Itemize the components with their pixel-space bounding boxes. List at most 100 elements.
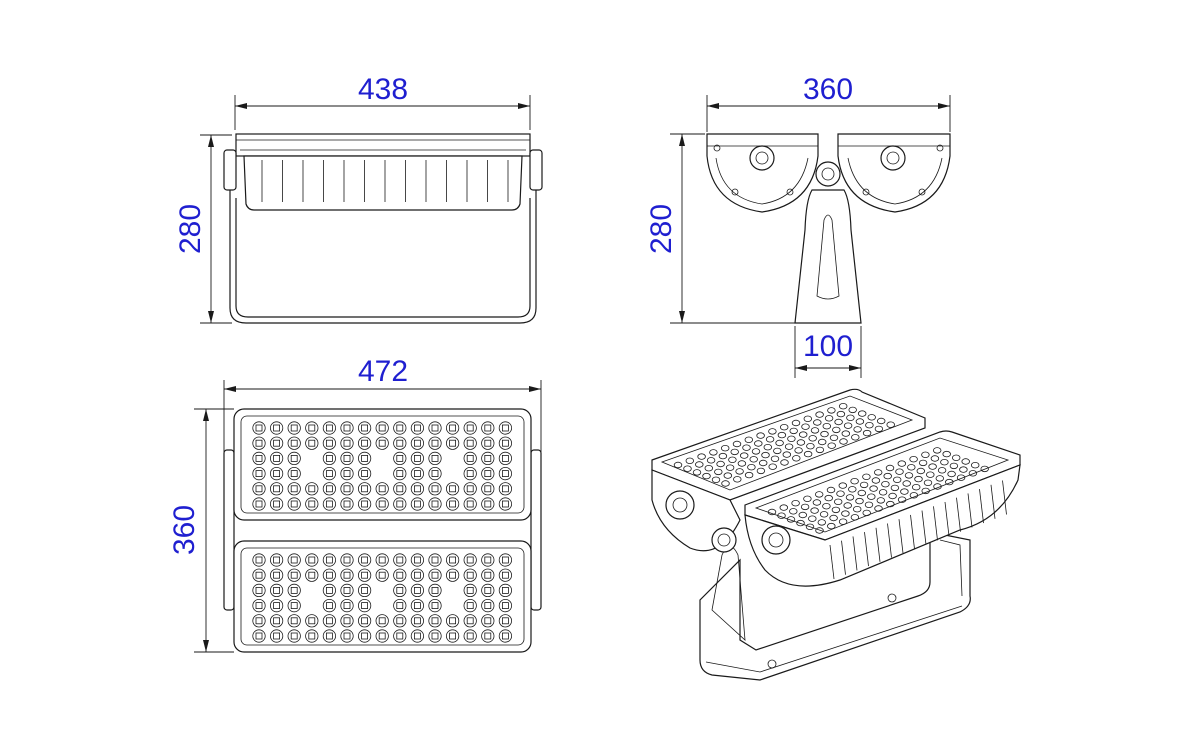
led-lens [777, 512, 786, 519]
led-lens [463, 451, 477, 465]
led-lens [980, 465, 989, 473]
led-lens [498, 553, 512, 567]
led-lens [909, 456, 918, 463]
led-lens [498, 583, 512, 598]
led-lens [862, 509, 871, 517]
led-lens [305, 568, 319, 582]
led-lens [322, 629, 336, 643]
led-lens [756, 432, 765, 439]
led-lens [393, 629, 407, 643]
led-lens [791, 419, 801, 427]
led-lens [855, 418, 865, 425]
led-lens [765, 436, 775, 443]
dimension-label-front-width: 438 [358, 73, 408, 106]
led-lens [287, 436, 301, 450]
side-left-head [706, 133, 819, 213]
led-lens [789, 427, 798, 435]
led-lens [305, 421, 319, 435]
led-lens [737, 460, 747, 467]
led-lens [815, 491, 824, 498]
led-lens [269, 629, 284, 643]
front-left-knob [223, 149, 237, 191]
led-lens [942, 450, 951, 458]
led-lens [817, 519, 826, 526]
heatsink-fin [967, 493, 973, 528]
led-lens [751, 448, 761, 455]
led-lens [749, 456, 758, 463]
led-lens [269, 466, 284, 481]
led-lens [252, 482, 266, 496]
led-lens [269, 482, 284, 496]
led-lens [759, 459, 768, 467]
led-lens [428, 614, 442, 628]
led-lens [340, 553, 354, 567]
led-lens [709, 449, 718, 456]
heatsink-fin [841, 540, 846, 575]
led-lens [912, 484, 921, 491]
led-lens [890, 484, 900, 492]
led-lens [305, 436, 319, 450]
led-lens [287, 629, 301, 643]
led-lens [269, 614, 284, 628]
led-lens [704, 465, 713, 472]
heatsink-fin [887, 523, 892, 558]
led-lens [780, 459, 789, 466]
led-lens [393, 598, 407, 613]
iso-front-heatsink [744, 464, 1021, 587]
led-lens [909, 492, 919, 499]
heatsink-fin [933, 506, 938, 541]
led-lens [853, 506, 862, 513]
led-lens [773, 447, 782, 455]
led-lens [836, 490, 845, 497]
led-lens [838, 518, 848, 525]
led-lens [481, 466, 495, 481]
led-lens [498, 466, 512, 481]
led-lens [393, 466, 407, 481]
led-lens [786, 516, 796, 523]
led-lens [498, 497, 512, 511]
led-lens [410, 629, 424, 643]
led-lens [252, 553, 266, 567]
led-lens [498, 436, 512, 450]
led-lens [885, 464, 895, 472]
led-lens [287, 583, 301, 598]
led-lens [410, 466, 424, 481]
led-lens [481, 482, 495, 496]
led-lens [287, 482, 301, 496]
top-led-panel-1 [233, 408, 532, 521]
led-lens [845, 494, 855, 501]
led-lens [252, 583, 266, 598]
led-lens [926, 471, 935, 478]
led-lens [463, 436, 477, 450]
led-lens [850, 514, 860, 521]
led-lens [357, 583, 372, 598]
heatsink-fin [829, 544, 835, 580]
heatsink-fin [990, 484, 996, 519]
led-lens [971, 462, 980, 469]
led-lens [481, 614, 495, 628]
led-lens [827, 442, 836, 449]
led-lens [322, 553, 336, 567]
led-lens [428, 629, 442, 643]
led-lens [463, 497, 477, 511]
led-lens [878, 489, 888, 496]
led-lens [893, 476, 902, 483]
led-lens [322, 482, 336, 496]
led-lens [375, 614, 389, 628]
led-lens [252, 598, 266, 613]
led-lens [428, 553, 442, 567]
led-lens [827, 522, 836, 530]
led-lens [780, 424, 789, 431]
led-lens [782, 451, 791, 458]
led-lens [815, 446, 825, 454]
led-lens [805, 523, 815, 530]
led-lens [831, 506, 841, 514]
led-lens [357, 568, 372, 582]
led-lens [393, 421, 407, 435]
led-lens [445, 553, 460, 567]
led-lens [822, 423, 831, 430]
dimension-top-width: 472 [223, 355, 542, 455]
led-lens [848, 486, 857, 493]
led-lens [375, 568, 389, 582]
led-lens [357, 598, 372, 613]
